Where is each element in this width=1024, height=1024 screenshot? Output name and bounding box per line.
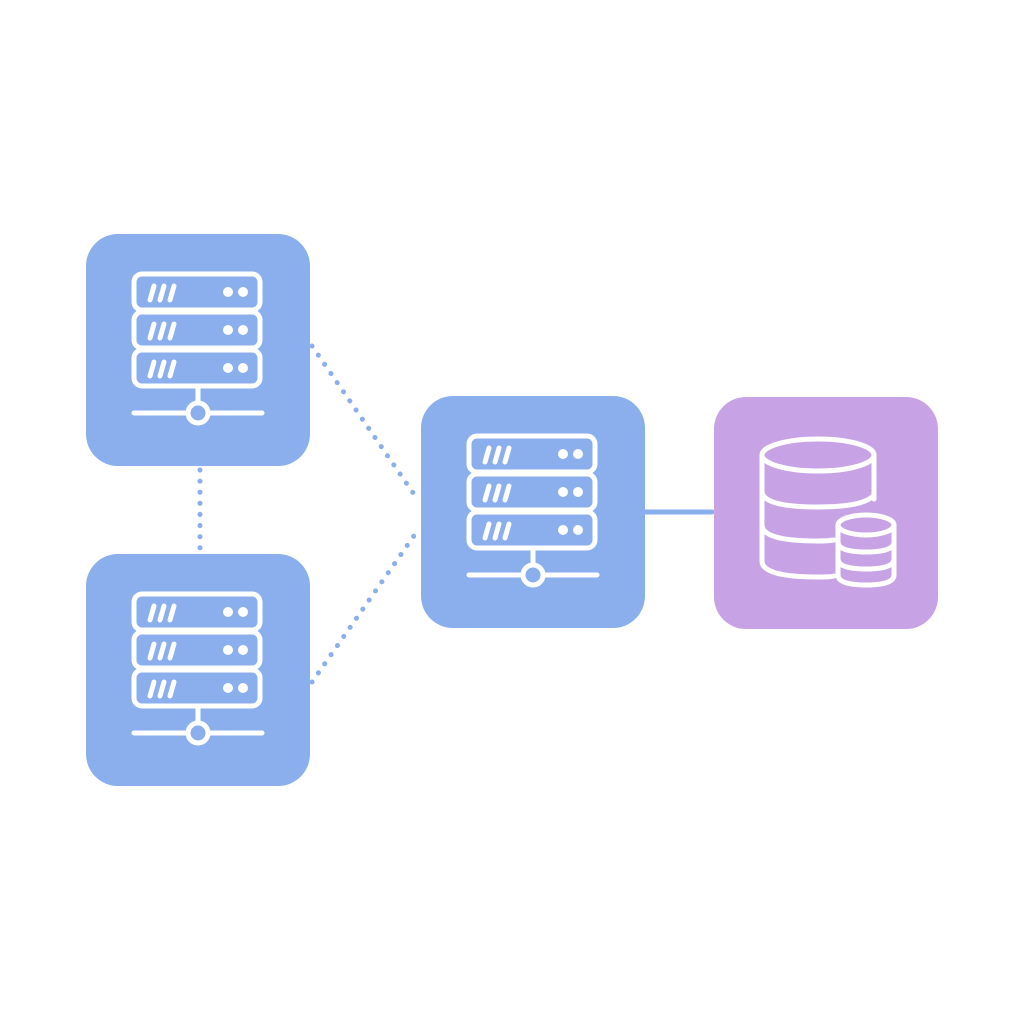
database-node[interactable] (714, 397, 938, 629)
server-node-bottom-left[interactable] (86, 554, 310, 786)
database-tile (714, 397, 938, 629)
edge-bottom-left-to-center (309, 527, 421, 685)
database-icon (759, 436, 897, 588)
edge-top-left-to-center (309, 343, 421, 503)
server-node-top-left[interactable] (86, 234, 310, 466)
connectors (197, 343, 715, 685)
server-node-center[interactable] (421, 396, 645, 628)
